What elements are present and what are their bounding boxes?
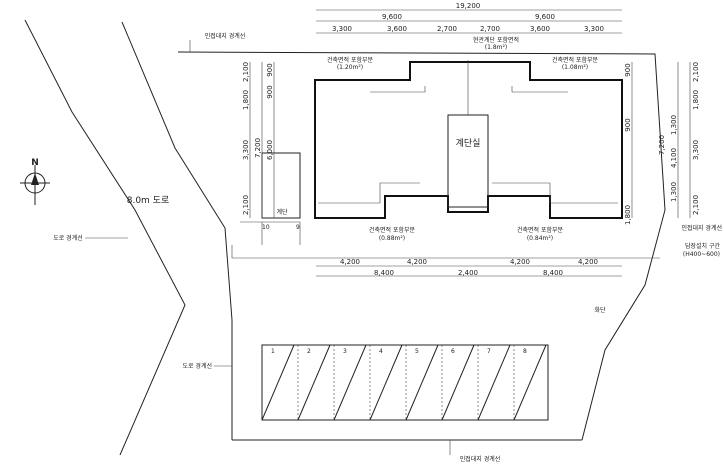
- parking-stall-line: [477, 344, 511, 421]
- dim-left-inner-3: 6,000: [266, 140, 274, 160]
- dim-right-small-2: 900: [624, 118, 632, 131]
- left-line-label: 도로 경계선: [53, 234, 83, 242]
- annotation-top-center: 현관계단 포함면적: [473, 36, 519, 44]
- dim-top-half-right: 9,600: [535, 13, 555, 21]
- entry-num-b: 9: [296, 224, 300, 231]
- flowerbed-label: 화단: [594, 306, 606, 314]
- small-room-label: 계단: [276, 208, 288, 216]
- dim-top-seg-2: 3,600: [387, 25, 407, 33]
- dim-bottom-total-3: 8,400: [543, 269, 563, 277]
- annotation-top-right: 건축면적 포함부분: [552, 56, 599, 64]
- dim-bottom-seg-4: 4,200: [578, 258, 598, 266]
- balcony-bottom-left: [318, 182, 420, 204]
- dim-left-inner-2: 900: [266, 85, 274, 98]
- dim-right-outer-1: 2,100: [692, 62, 700, 82]
- stair-core-label: 계단실: [456, 137, 481, 149]
- dim-bottom-total-2: 2,400: [458, 269, 478, 277]
- dim-left-inner-1: 900: [266, 63, 274, 76]
- entry-num-a: 10: [262, 224, 270, 231]
- right-note-2: (H400~600): [683, 251, 720, 258]
- annotation-bottom-right: 건축면적 포함부분: [517, 226, 564, 234]
- dim-left-outer-3: 3,300: [242, 140, 250, 160]
- annotation-top-left-value: (1.20m²): [337, 64, 363, 71]
- dim-top-seg-6: 3,300: [584, 25, 604, 33]
- dim-right-mid-3: 1,300: [670, 182, 678, 202]
- balcony-top-right: [511, 86, 568, 93]
- top-road-line-label: 인접대지 경계선: [205, 32, 246, 40]
- dim-top-half-left: 9,600: [382, 13, 402, 21]
- parking-stalls: 1 2 3 4 5 6 7 8: [261, 344, 547, 421]
- parking-stall-number: 1: [271, 348, 275, 355]
- parking-stall-line: [513, 344, 547, 421]
- left-road-boundary-line-2: [121, 21, 233, 440]
- entry-walkway: [240, 221, 301, 245]
- dim-right-mid-2: 4,100: [670, 148, 678, 168]
- site-inner-line: [231, 245, 660, 259]
- parking-stall-line: [333, 344, 367, 421]
- parking-stall-number: 5: [415, 348, 419, 355]
- parking-stall-number: 2: [307, 348, 311, 355]
- annotation-bottom-left-value: (0.88m²): [379, 235, 405, 242]
- parking-stall-number: 8: [523, 348, 527, 355]
- annotation-top-left: 건축면적 포함부분: [327, 56, 374, 64]
- site-top-boundary-line: [177, 51, 666, 441]
- stair-core: [447, 114, 489, 208]
- dim-right-outer-4: 2,100: [692, 195, 700, 215]
- balcony-top-left: [370, 86, 426, 93]
- dim-right-mid-1: 1,300: [670, 115, 678, 135]
- parking-stall-line: [369, 344, 403, 421]
- road-label: 8.0m 도로: [127, 196, 170, 206]
- dim-right-small-1: 900: [624, 63, 632, 76]
- parking-line-label: 도로 경계선: [182, 362, 212, 370]
- parking-stall-number: 4: [379, 348, 383, 355]
- dim-left-outer-2: 1,800: [242, 90, 250, 110]
- annotation-top-right-value: (1.08m²): [562, 64, 588, 71]
- balcony-bottom-right: [492, 182, 618, 204]
- dim-right-total: 7,200: [658, 135, 666, 155]
- north-arrow-label: N: [31, 158, 39, 168]
- dim-top-total: 19,200: [456, 2, 481, 10]
- annotation-top-center-value: (1.8m²): [485, 44, 507, 51]
- parking-area: [261, 344, 549, 421]
- parking-stall-number: 6: [451, 348, 455, 355]
- annotation-bottom-left: 건축면적 포함부분: [369, 226, 416, 234]
- bottom-line-label: 인접대지 경계선: [460, 455, 501, 463]
- parking-stall-line: [261, 344, 295, 421]
- right-note-1: 인접대지 경계선: [681, 224, 722, 232]
- dim-bottom-seg-1: 4,200: [340, 258, 360, 266]
- north-arrow-icon: [20, 165, 50, 205]
- parking-stall-number: 7: [487, 348, 491, 355]
- annotation-bottom-right-value: (0.84m²): [527, 235, 553, 242]
- dim-right-outer-2: 1,800: [692, 90, 700, 110]
- dim-top-seg-3: 2,700: [437, 25, 457, 33]
- left-road-boundary-line: [24, 19, 186, 456]
- dim-top-seg-4: 2,700: [480, 25, 500, 33]
- parking-stall-number: 3: [343, 348, 347, 355]
- dim-bottom-total-1: 8,400: [374, 269, 394, 277]
- parking-stall-line: [441, 344, 475, 421]
- dim-left-outer-1: 2,100: [242, 62, 250, 82]
- dim-left-outer-4: 2,100: [242, 195, 250, 215]
- dim-left-mid-1: 7,200: [254, 138, 262, 158]
- dim-right-outer-3: 3,300: [692, 140, 700, 160]
- parking-stall-line: [405, 344, 439, 421]
- right-note-3: 담장설치 구간: [685, 242, 721, 250]
- parking-stall-line: [297, 344, 331, 421]
- dim-bottom-seg-3: 4,200: [510, 258, 530, 266]
- dim-right-small-3: 1,800: [624, 205, 632, 225]
- dim-bottom-seg-2: 4,200: [407, 258, 427, 266]
- dim-top-seg-5: 3,600: [530, 25, 550, 33]
- dim-top-seg-1: 3,300: [332, 25, 352, 33]
